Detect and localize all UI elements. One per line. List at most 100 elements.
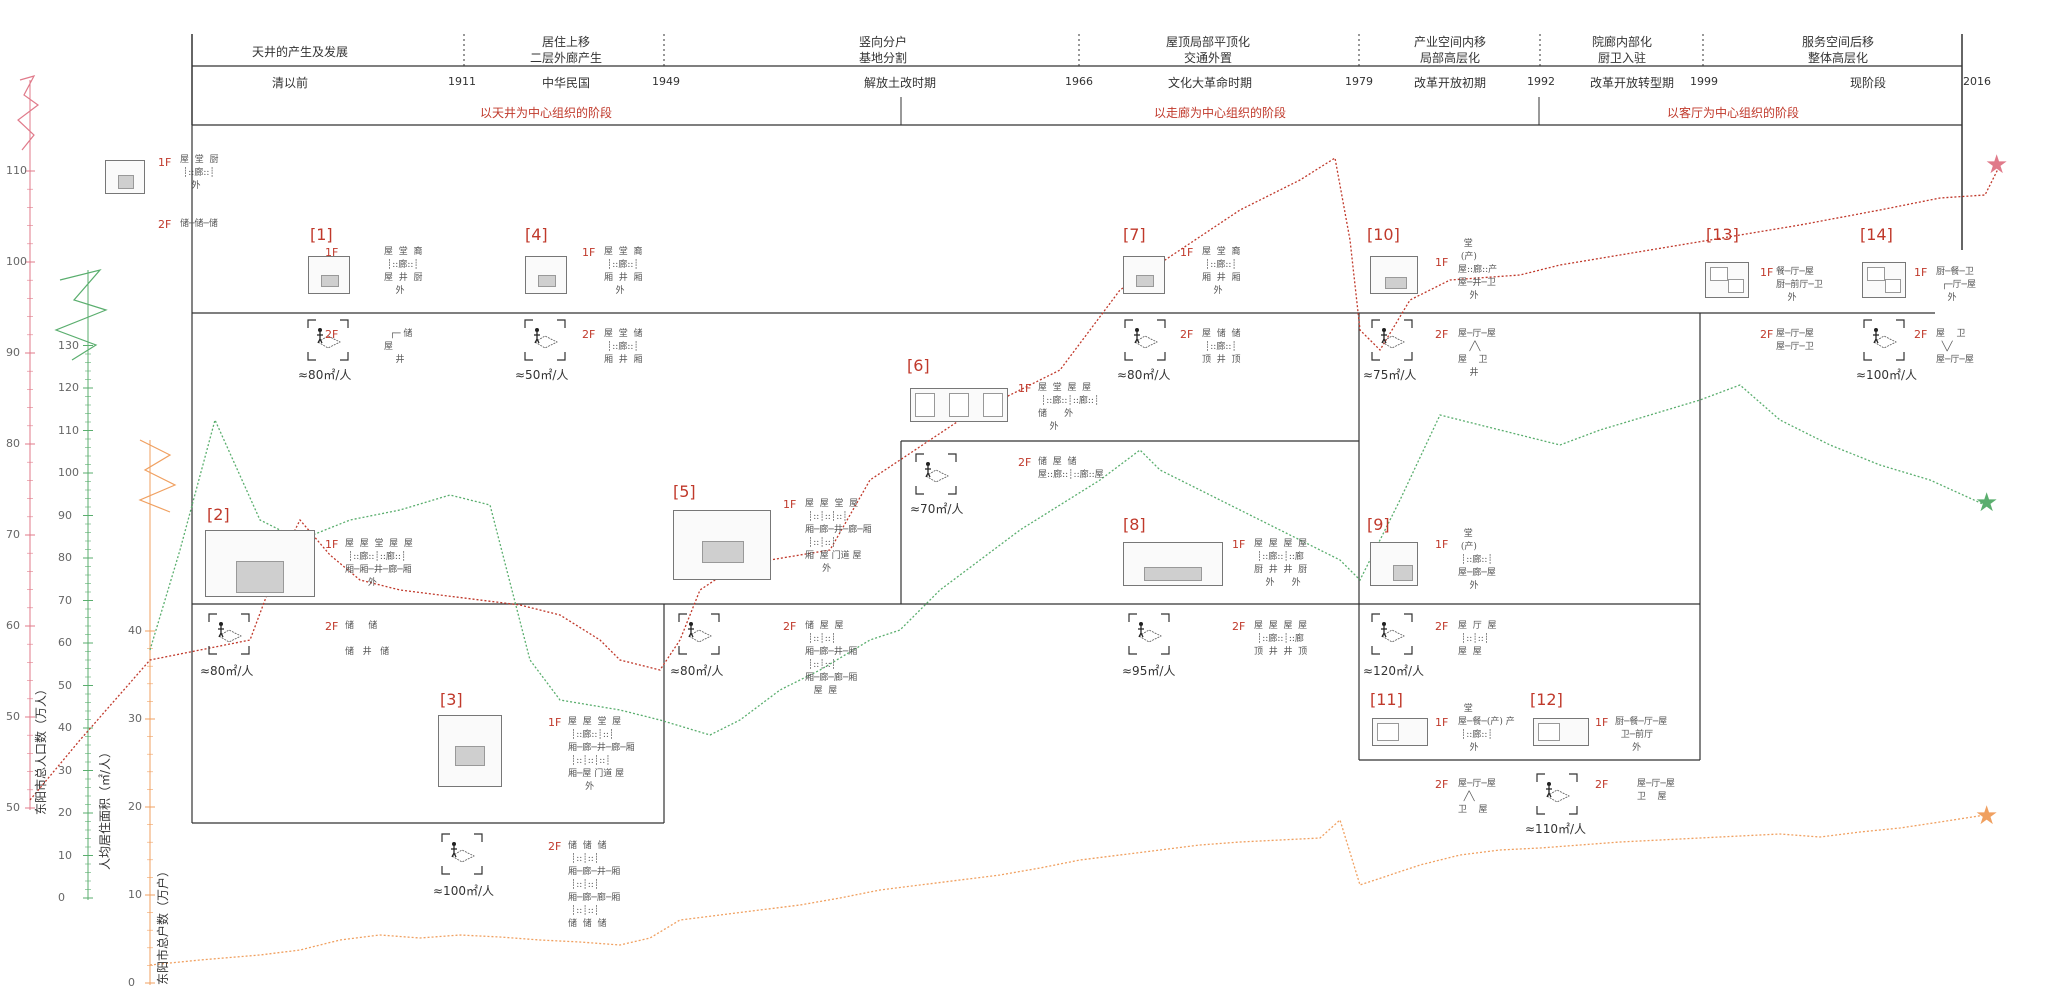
area-per-person: ≈80㎡/人 [670,664,724,678]
space-tree: 储 储 储 井 储 [345,621,390,657]
area-end-star-icon: ★ [1975,488,1999,518]
area-per-person: ≈80㎡/人 [1117,368,1171,382]
floor-label: 2F [1760,328,1774,341]
person-frame-icon [1371,319,1413,361]
space-tree: 屋 屋 屋 屋 ┊::廊::┊::廊 顶 井 井 顶 [1254,621,1308,657]
space-tree: 储 屋 储 屋::廊::┊::廊::屋 [1038,457,1104,480]
floor-label: 2F [1180,328,1194,341]
case-number: [8] [1123,515,1146,534]
case-number: [14] [1860,225,1893,244]
person-frame-icon [441,833,483,875]
space-tree: 屋 卫 ╲╱ 屋─厅─屋 [1936,329,1974,365]
household-figure [1535,772,1579,816]
space-tree: 屋 堂 屋 屋 ┊::廊::┊::廊::┊ 储 外 外 [1038,383,1100,432]
axis-tick-label: 60 [6,619,20,632]
period-label: 中华民国 [541,76,591,90]
axis-tick-label: 80 [58,551,72,564]
phase-text: 院廊内部化 厨卫入驻 [1591,35,1653,65]
stage-label: 以客厅为中心组织的阶段 [1666,106,1800,120]
area-per-person: ≈70㎡/人 [910,502,964,516]
floor-label: 2F [548,840,562,853]
phase-label: 居住上移 二层外廊产生 [530,34,602,66]
case-number: [3] [440,690,463,709]
period-label: 改革开放初期 [1413,76,1487,90]
households-axis-break [138,439,177,513]
household-figure [677,612,721,656]
population-curve [29,156,2001,801]
phase-label: 竖向分户 基地分割 [859,34,907,66]
space-tree: 厨─餐─厅─屋 卫─前厅 外 [1615,717,1668,753]
space-tree: 储 屋 屋 ┊::┊::┊ 厢─廊─井─厢 ┊::┊::┊ 厢─廊─廊─厢 屋 … [805,621,858,696]
population-end-star-icon: ★ [1985,150,2009,180]
floor-label: 1F [1232,538,1246,551]
case-number: [11] [1370,690,1403,709]
axis-tick-label: 60 [58,636,72,649]
person-frame-icon [1863,319,1905,361]
phase-text: 居住上移 二层外廊产生 [529,35,603,65]
floor-plan [673,510,771,580]
floor-label: 2F [325,620,339,633]
area-per-person: ≈120㎡/人 [1363,664,1425,678]
phase-label: 产业空间内移 局部高层化 [1414,34,1486,66]
floor-label: 2F [1595,778,1609,791]
floor-label: 1F [325,538,339,551]
period-label: 清以前 [271,76,309,90]
floor-label: 1F [582,246,596,259]
case-number: [7] [1123,225,1146,244]
floor-plan [105,160,145,194]
year-label: 1992 [1527,75,1555,88]
axis-tick-label: 0 [128,976,135,989]
household-figure [306,318,350,362]
floor-label: 2F [325,328,339,341]
case-number: [12] [1530,690,1563,709]
year-label: 1911 [448,75,476,88]
axis-tick-label: 50 [6,710,20,723]
person-frame-icon [307,319,349,361]
floor-label: 2F [582,328,596,341]
axis-tick-label: 40 [58,721,72,734]
floor-plan [308,256,350,294]
year-label: 1949 [652,75,680,88]
case-number: [6] [907,356,930,375]
stage-label: 以天井为中心组织的阶段 [479,106,613,120]
person-frame-icon [524,319,566,361]
household-figure [440,832,484,876]
household-figure [1862,318,1906,362]
space-tree: 储─储─储 [180,219,218,229]
space-tree: 储 储 储 ┊::┊::┊ 厢─廊─井─厢 ┊::┊::┊ 厢─廊─廊─厢 ┊:… [568,841,621,929]
phase-label: 天井的产生及发展 [251,45,349,59]
floor-label: 1F [1435,538,1449,551]
person-frame-icon [915,453,957,495]
space-tree: 屋 堂 裔 ┊::廊::┊ 厢 井 厢 外 [1202,247,1241,296]
household-figure [1127,612,1171,656]
floor-label: 2F [783,620,797,633]
floor-plan [1123,256,1165,294]
space-tree: 堂 (产) ┊::廊::┊ 屋─廊─屋 外 [1458,529,1496,591]
area-per-person: ≈80㎡/人 [298,368,352,382]
floor-label: 1F [1435,716,1449,729]
floor-label: 2F [1435,778,1449,791]
axis-tick-label: 40 [128,624,142,637]
case-number: [13] [1706,225,1739,244]
year-label: 1966 [1065,75,1093,88]
phase-label: 院廊内部化 厨卫入驻 [1592,34,1652,66]
axis-tick-label: 120 [58,381,79,394]
period-label: 改革开放转型期 [1589,76,1675,90]
axis-tick-label: 50 [6,801,20,814]
axis-tick-label: 90 [58,508,72,522]
floor-plan [205,530,315,597]
space-tree: 屋 屋 堂 屋 ┊::┊::┊::┊ 厢─廊─井─廊─厢 ┊::┊::┊ 厢 屋… [805,499,872,574]
floor-plan [1370,256,1418,294]
space-tree: 屋 储 储 ┊::廊::┊ 顶 井 顶 [1202,329,1241,365]
space-tree: 屋 厅 屋 ┊::┊::┊ 屋 屋 [1458,621,1497,657]
axis-tick-label: 70 [58,593,72,607]
space-tree: 屋─厅─屋 卫 屋 [1637,779,1675,802]
household-figure [914,452,958,496]
period-label: 现阶段 [1849,76,1887,90]
space-tree: 屋 堂 裔 ┊::廊::┊ 屋 井 厨 外 [384,247,423,296]
space-tree: 堂 (产) 屋::廊::产 屋─井─卫 外 [1458,239,1498,301]
floor-label: 1F [1018,382,1032,395]
floor-label: 1F [1435,256,1449,269]
space-tree: 屋 堂 储 ┊::廊::┊ 厢 井 厢 [604,329,643,365]
